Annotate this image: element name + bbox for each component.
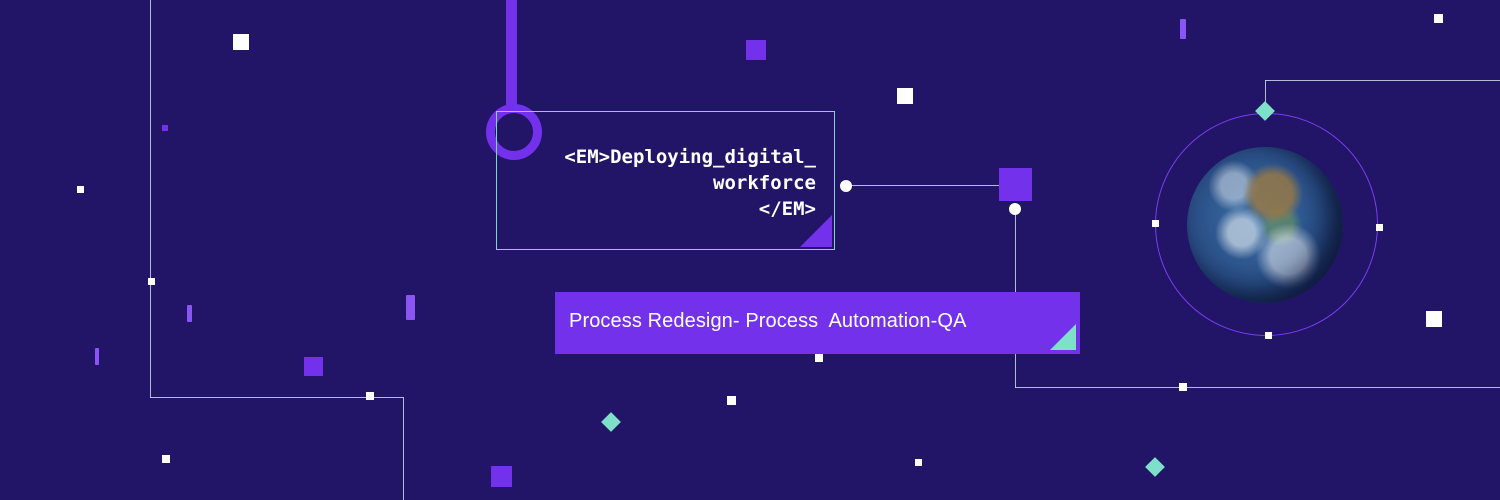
orbit-dot	[1152, 220, 1159, 227]
decor-square	[915, 459, 922, 466]
connector-dot	[840, 180, 852, 192]
code-label-line-1: <EM>Deploying_digital_	[564, 146, 816, 168]
decor-square	[815, 354, 823, 362]
decor-square	[897, 88, 913, 104]
right-bottom-line	[1015, 387, 1500, 388]
connector-stem	[506, 0, 517, 108]
decor-square	[77, 186, 84, 193]
teal-diamond-icon	[1145, 457, 1165, 477]
decor-square	[148, 278, 155, 285]
decor-square	[233, 34, 249, 50]
teal-diamond-icon	[601, 412, 621, 432]
decor-dash	[95, 348, 99, 365]
decor-square-purple	[304, 357, 323, 376]
decor-dash	[1180, 19, 1186, 39]
tagline-banner: Process Redesign- Process Automation-QA	[555, 292, 1080, 354]
decor-square	[162, 455, 170, 463]
connector-dot	[1009, 203, 1021, 215]
orbit-dot	[1265, 332, 1272, 339]
corner-triangle-icon	[800, 215, 832, 247]
decor-dash	[187, 305, 192, 322]
decor-square-purple	[162, 125, 168, 131]
code-label-line-3: </EM>	[758, 198, 816, 220]
decor-square-purple	[491, 466, 512, 487]
left-vertical-line	[150, 0, 151, 398]
code-connector-line	[846, 185, 1016, 186]
tagline-text: Process Redesign- Process Automation-QA	[569, 310, 967, 332]
decor-square	[727, 396, 736, 405]
globe-top-line	[1265, 80, 1266, 112]
orbit-dot	[1376, 224, 1383, 231]
decor-square	[1179, 383, 1187, 391]
code-label-box: <EM>Deploying_digital_ workforce </EM>	[496, 111, 835, 250]
connector-square	[999, 168, 1032, 201]
corner-triangle-icon	[1050, 324, 1076, 350]
decor-dash	[406, 295, 415, 320]
earth-globe-icon	[1187, 147, 1343, 303]
decor-square	[1426, 311, 1442, 327]
decor-square-purple	[746, 40, 766, 60]
left-lower-vertical-line	[403, 397, 404, 500]
globe-top-horizontal-line	[1265, 80, 1500, 81]
connector-ring-icon	[486, 104, 542, 160]
decor-square	[366, 392, 374, 400]
left-horizontal-line	[150, 397, 404, 398]
code-label-text: <EM>Deploying_digital_ workforce </EM>	[564, 144, 816, 222]
decor-square	[1434, 14, 1443, 23]
code-label-line-2: workforce	[713, 172, 816, 194]
